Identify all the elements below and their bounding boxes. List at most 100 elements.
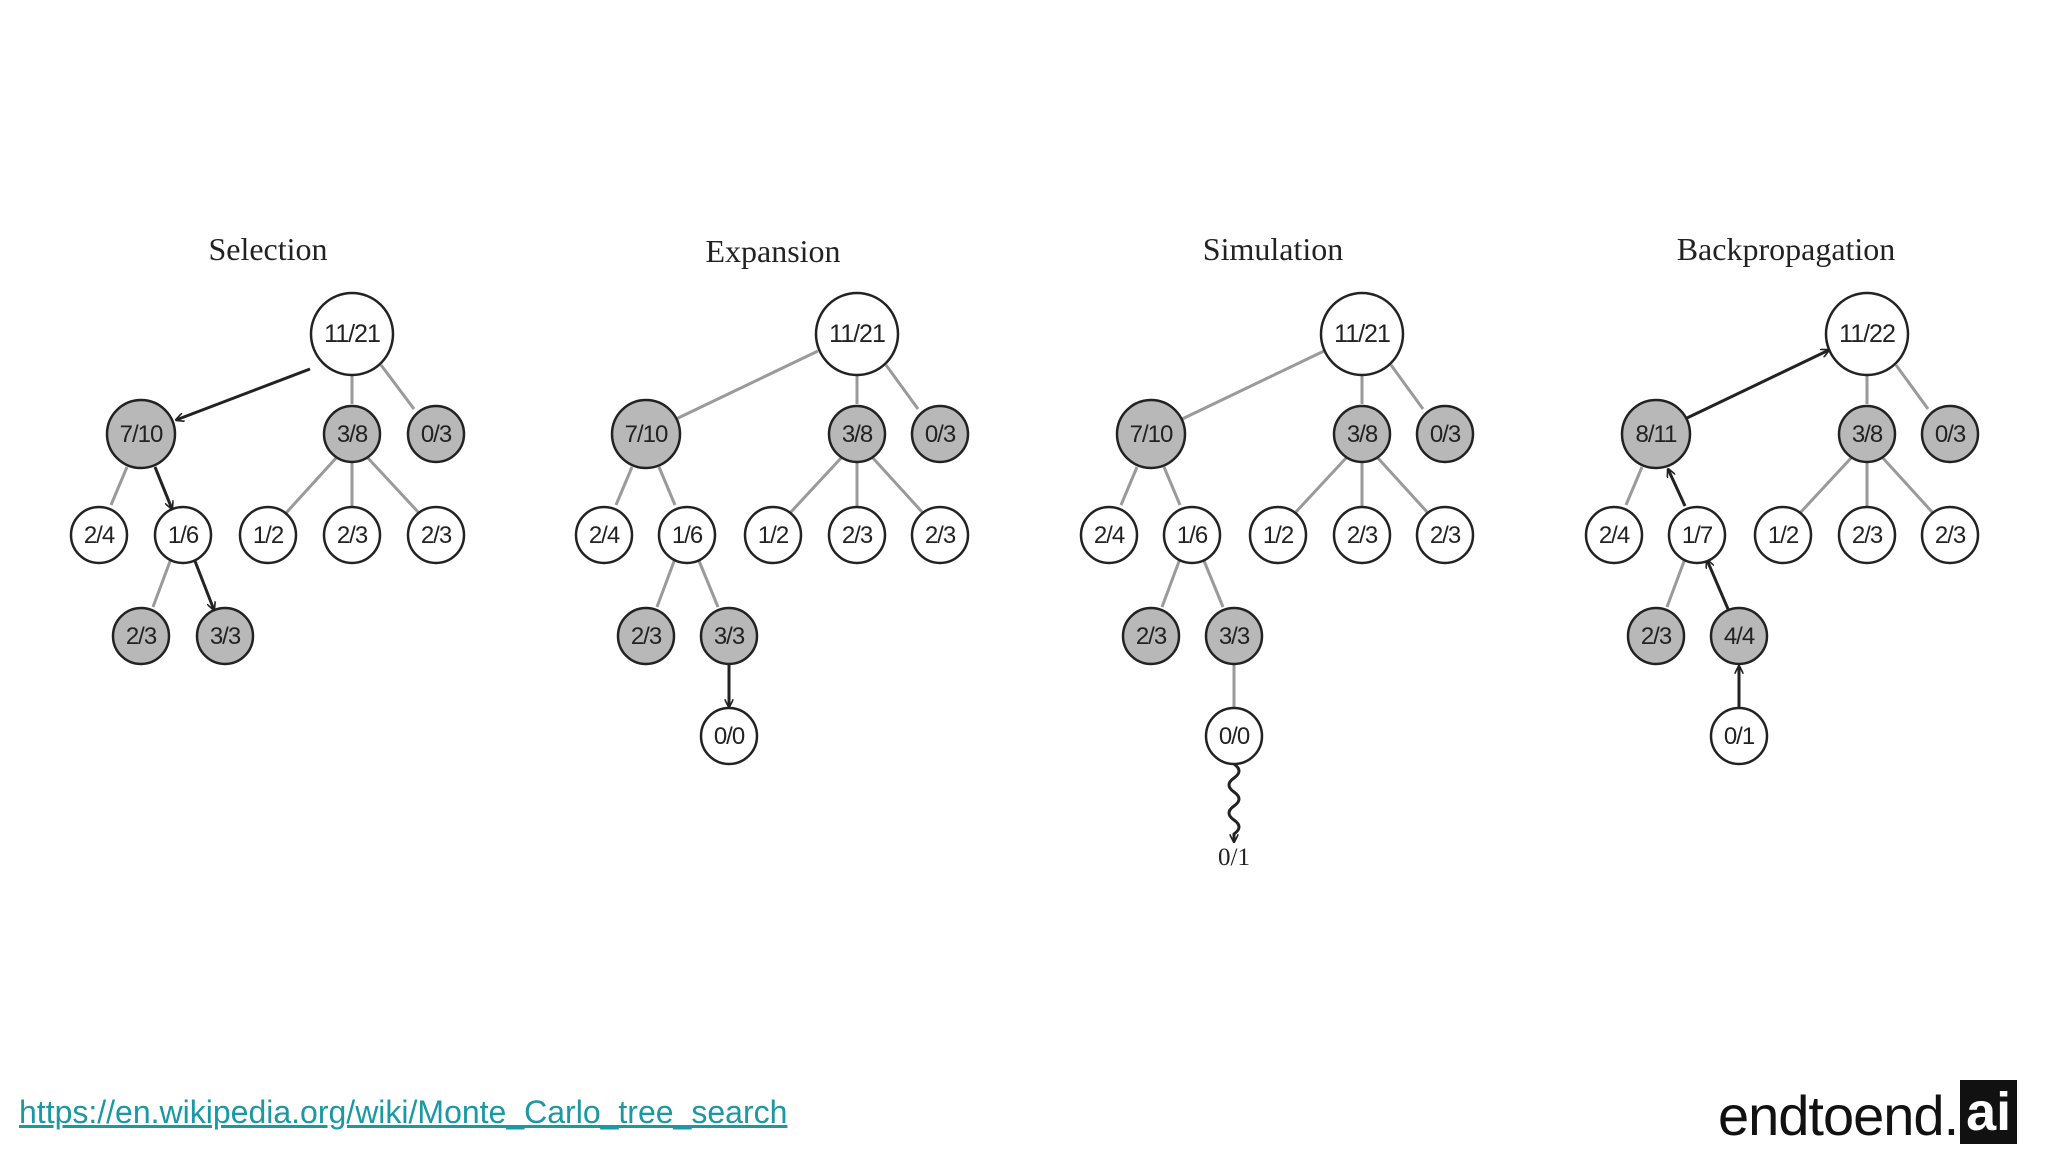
- tree-node: [69, 505, 129, 565]
- edge: [655, 555, 678, 608]
- edge: [151, 555, 174, 608]
- tree-node: [1204, 706, 1264, 766]
- node-label: 3/3: [1219, 623, 1250, 650]
- panel-title: Selection: [208, 231, 327, 267]
- edge: [365, 455, 421, 515]
- tree-node: [1667, 505, 1727, 565]
- tree-node: [1248, 505, 1308, 565]
- tree-node: [1920, 505, 1980, 565]
- node-label: 1/2: [253, 522, 284, 549]
- node-label: 2/4: [1599, 522, 1630, 549]
- tree-node: [1332, 505, 1392, 565]
- node-label: 0/0: [1219, 723, 1250, 750]
- node-label: 2/3: [631, 623, 662, 650]
- panel-title: Backpropagation: [1677, 231, 1896, 267]
- tree-node: [1079, 505, 1139, 565]
- edge: [1894, 364, 1930, 410]
- edge: [614, 466, 634, 506]
- edge: [1624, 466, 1644, 506]
- tree-node: [153, 505, 213, 565]
- node-label: 2/3: [337, 522, 368, 549]
- edge: [153, 466, 172, 509]
- node-label: 2/3: [1136, 623, 1167, 650]
- tree-node: [1837, 505, 1897, 565]
- node-label: 2/3: [1935, 522, 1966, 549]
- node-label: 7/10: [1130, 421, 1173, 448]
- node-label: 2/3: [126, 623, 157, 650]
- node-label: 2/3: [1430, 522, 1461, 549]
- simulation-result-label: 0/1: [1218, 844, 1250, 871]
- panel-title: Expansion: [705, 233, 840, 269]
- brand-box: ai: [1960, 1080, 2018, 1144]
- node-label: 1/2: [1263, 522, 1294, 549]
- node-label: 11/22: [1839, 320, 1895, 348]
- node-label: 2/3: [1641, 623, 1672, 650]
- tree-node: [827, 505, 887, 565]
- source-link[interactable]: https://en.wikipedia.org/wiki/Monte_Carl…: [19, 1094, 788, 1130]
- node-label: 3/3: [210, 623, 241, 650]
- node-label: 2/4: [589, 522, 620, 549]
- panel-backpropagation: Backpropagation 11/22 8/11 3/8 0/3 2/4 1…: [1584, 231, 1980, 766]
- edge: [1160, 555, 1183, 608]
- tree-node: [1332, 404, 1392, 464]
- node-label: 2/3: [1347, 522, 1378, 549]
- edge: [1375, 455, 1430, 515]
- tree-node: [1415, 404, 1475, 464]
- brand-text: endtoend.: [1718, 1084, 1959, 1147]
- node-label: 1/6: [1177, 522, 1208, 549]
- tree-node: [1837, 404, 1897, 464]
- edge: [1668, 469, 1687, 507]
- node-label: 11/21: [324, 320, 380, 348]
- node-label: 0/0: [714, 723, 745, 750]
- node-label: 0/3: [1935, 421, 1966, 448]
- tree-node: [1824, 291, 1910, 377]
- node-label: 2/3: [1852, 522, 1883, 549]
- node-label: 3/8: [1852, 421, 1883, 448]
- node-label: 0/3: [925, 421, 956, 448]
- edge: [1686, 350, 1829, 420]
- tree-node: [322, 505, 382, 565]
- panel-expansion: Expansion 11/21 7/10 3/8 0/3 2/4 1/6 1/2…: [574, 233, 970, 766]
- edge: [1200, 555, 1225, 608]
- node-label: 3/8: [337, 421, 368, 448]
- simulation-squiggle: [1227, 762, 1241, 842]
- tree-node: [1415, 505, 1475, 565]
- edge: [695, 555, 720, 608]
- node-label: 11/21: [829, 320, 885, 348]
- node-label: 2/3: [421, 522, 452, 549]
- edge: [1179, 349, 1325, 422]
- node-label: 2/3: [842, 522, 873, 549]
- panel-title: Simulation: [1203, 231, 1343, 267]
- node-label: 3/8: [842, 421, 873, 448]
- edge: [657, 466, 677, 506]
- edge: [379, 364, 416, 410]
- edge: [788, 455, 844, 515]
- tree-node: [657, 505, 717, 565]
- tree-node: [105, 398, 177, 470]
- tree-node: [910, 404, 970, 464]
- tree-node: [699, 606, 759, 666]
- tree-node: [699, 706, 759, 766]
- tree-node: [1920, 404, 1980, 464]
- tree-node: [574, 505, 634, 565]
- node-label: 0/3: [421, 421, 452, 448]
- edge: [1665, 555, 1688, 608]
- panel-simulation: Simulation 11/21 7/10 3/8 0/3 2/4 1/6 1/…: [1079, 231, 1475, 871]
- tree-node: [1626, 606, 1686, 666]
- node-label: 7/10: [625, 421, 668, 448]
- tree-node: [322, 404, 382, 464]
- node-label: 2/4: [1094, 522, 1125, 549]
- edge: [284, 455, 339, 515]
- node-label: 1/2: [758, 522, 789, 549]
- node-label: 3/8: [1347, 421, 1378, 448]
- tree-node: [238, 505, 298, 565]
- node-label: 0/1: [1724, 723, 1755, 750]
- tree-node: [827, 404, 887, 464]
- tree-node: [814, 291, 900, 377]
- edge: [1880, 455, 1935, 515]
- tree-node: [195, 606, 255, 666]
- tree-node: [1620, 398, 1692, 470]
- tree-node: [1115, 398, 1187, 470]
- node-label: 7/10: [120, 421, 163, 448]
